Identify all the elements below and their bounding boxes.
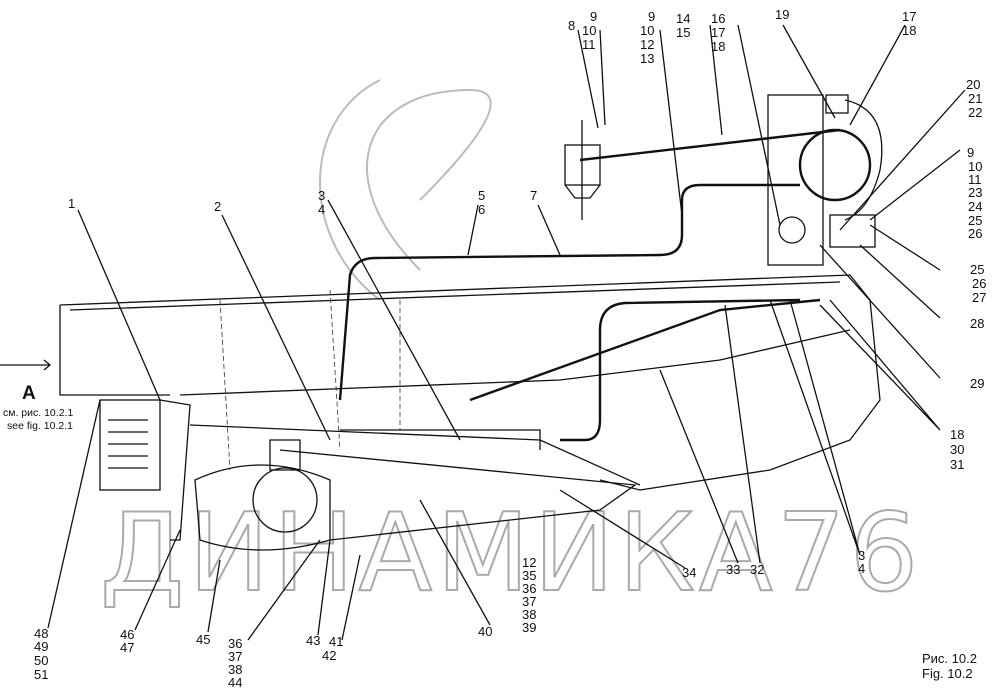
callout-30: 30: [950, 442, 964, 457]
callout-35: 35: [522, 568, 536, 583]
callout-38b: 38: [228, 662, 242, 677]
callout-8: 8: [568, 18, 575, 33]
callout-17b: 17: [902, 9, 916, 24]
callout-40: 40: [478, 624, 492, 639]
callout-16: 16: [711, 11, 725, 26]
see-reference-en: see fig. 10.2.1: [7, 420, 73, 432]
callout-42: 42: [322, 648, 336, 663]
callout-36a: 36: [522, 581, 536, 596]
callout-26a: 26: [968, 226, 982, 241]
callout-37b: 37: [228, 649, 242, 664]
callout-23: 23: [968, 185, 982, 200]
callout-31: 31: [950, 457, 964, 472]
callout-19: 19: [775, 7, 789, 22]
callout-1: 1: [68, 196, 75, 211]
watermark: ДИНАМИКА76: [100, 491, 922, 616]
callout-17a: 17: [711, 25, 725, 40]
figure-caption-ru: Рис. 10.2: [922, 651, 977, 666]
callout-18c: 18: [950, 427, 964, 442]
callout-18b: 18: [902, 23, 916, 38]
callout-4: 4: [318, 202, 325, 217]
callout-43: 43: [306, 633, 320, 648]
callout-28: 28: [970, 316, 984, 331]
callout-25b: 25: [970, 262, 984, 277]
callout-51: 51: [34, 667, 48, 682]
callout-36b: 36: [228, 636, 242, 651]
callout-5: 5: [478, 188, 485, 203]
callout-13b: 13: [640, 51, 654, 66]
callout-46: 46: [120, 627, 134, 642]
fuel-pipes: [338, 128, 841, 442]
callout-21: 21: [968, 91, 982, 106]
leader-lines: [0, 24, 966, 641]
callout-49: 49: [34, 639, 48, 654]
callout-50: 50: [34, 653, 48, 668]
callout-37a: 37: [522, 594, 536, 609]
callout-7: 7: [530, 188, 537, 203]
callout-10c: 10: [968, 159, 982, 174]
callout-27: 27: [972, 290, 986, 305]
callout-32: 32: [750, 562, 764, 577]
callout-9a: 9: [590, 9, 597, 24]
callout-9c: 9: [967, 145, 974, 160]
callout-12b: 12: [640, 37, 654, 52]
callout-33: 33: [726, 562, 740, 577]
callout-47: 47: [120, 640, 134, 655]
callout-41: 41: [329, 634, 343, 649]
callout-15: 15: [676, 25, 690, 40]
callout-14: 14: [676, 11, 690, 26]
callout-44: 44: [228, 675, 242, 690]
callout-22: 22: [968, 105, 982, 120]
view-marker: A: [22, 383, 36, 404]
callout-24: 24: [968, 199, 982, 214]
callout-12: 12: [522, 555, 536, 570]
callout-4b: 4: [858, 561, 865, 576]
callout-34: 34: [682, 565, 696, 580]
callout-10a: 10: [582, 23, 596, 38]
callout-45: 45: [196, 632, 210, 647]
callout-29: 29: [970, 376, 984, 391]
callout-11c: 11: [968, 172, 982, 187]
figure-caption-en: Fig. 10.2: [922, 666, 973, 681]
callout-25a: 25: [968, 213, 982, 228]
callout-6: 6: [478, 202, 485, 217]
callout-18a: 18: [711, 39, 725, 54]
callout-10b: 10: [640, 23, 654, 38]
watermark-swirl: [319, 79, 492, 301]
fuel-filter: [564, 120, 601, 220]
callout-3: 3: [318, 188, 325, 203]
callout-38a: 38: [522, 607, 536, 622]
callout-3b: 3: [858, 548, 865, 563]
tank-bracket: [767, 94, 883, 266]
callout-labels: 1 2 3 4 5 6 7 8 9 10 11 9 10 12 13 14 15…: [34, 7, 986, 690]
callout-11a: 11: [582, 37, 596, 52]
callout-9b: 9: [648, 9, 655, 24]
see-reference-ru: см. рис. 10.2.1: [3, 407, 73, 419]
callout-2: 2: [214, 199, 221, 214]
callout-20: 20: [966, 77, 980, 92]
callout-26b: 26: [972, 276, 986, 291]
callout-39: 39: [522, 620, 536, 635]
callout-48: 48: [34, 626, 48, 641]
